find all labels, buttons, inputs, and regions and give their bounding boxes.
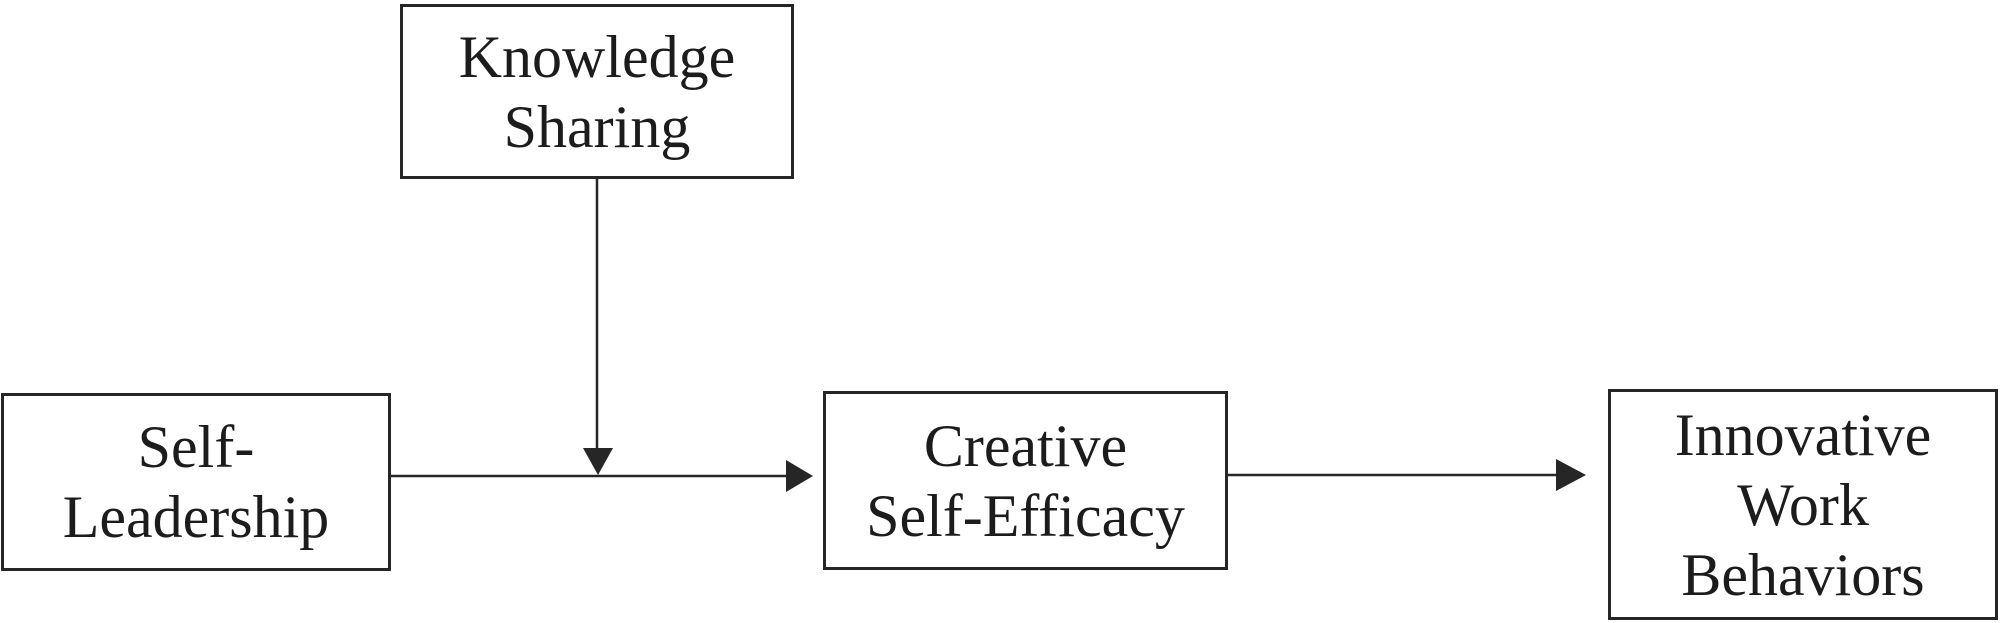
node-label-line: Innovative bbox=[1674, 401, 1932, 468]
node-label-line: Self- bbox=[137, 414, 255, 480]
node-self-leadership: Self- Leadership bbox=[1, 393, 391, 571]
node-label-line: Creative bbox=[923, 412, 1128, 479]
node-knowledge-sharing: Knowledge Sharing bbox=[400, 4, 794, 179]
node-label-line: Self-Efficacy bbox=[866, 482, 1185, 549]
node-label-line: Work bbox=[1737, 471, 1869, 538]
arrowhead-right-icon bbox=[1556, 459, 1586, 491]
node-innovative-work-behaviors: Innovative Work Behaviors bbox=[1608, 389, 1998, 620]
arrowhead-down-icon bbox=[583, 448, 613, 475]
node-label-line: Leadership bbox=[62, 484, 330, 550]
node-label-line: Knowledge bbox=[458, 23, 736, 90]
arrowhead-right-icon bbox=[786, 460, 813, 492]
node-label-line: Behaviors bbox=[1681, 541, 1925, 608]
node-label-line: Sharing bbox=[503, 93, 691, 160]
node-creative-self-efficacy: Creative Self-Efficacy bbox=[823, 391, 1228, 570]
